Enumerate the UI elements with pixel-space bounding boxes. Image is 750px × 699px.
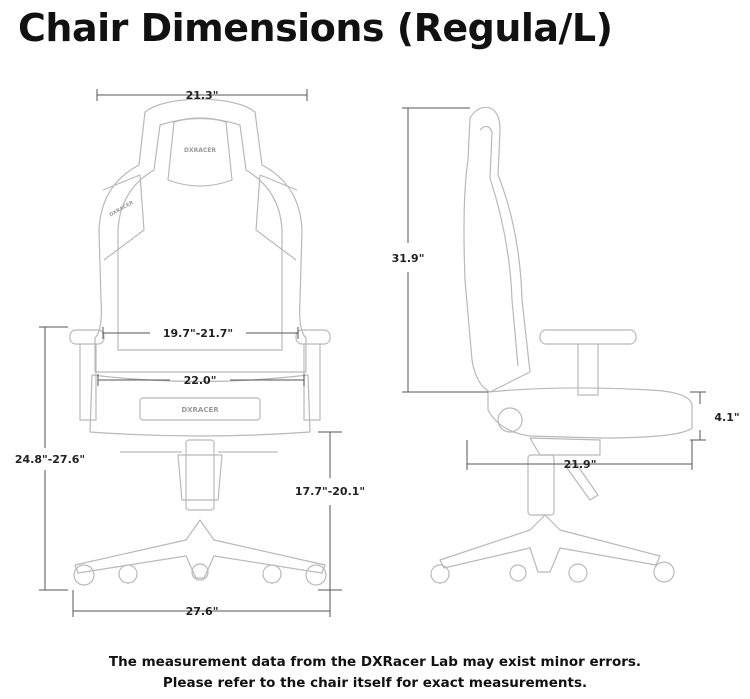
label-seat-width: 22.0" [184,374,217,387]
front-right-wing [255,174,298,261]
front-backrest-outline [94,98,307,373]
front-seat-brand: DXRACER [181,406,219,414]
side-backrest-inner [479,125,519,367]
dimension-labels: 21.3" 19.7"-21.7" 22.0" 24.8"-27.6" 17.7… [15,89,740,618]
side-tilt-knob [497,407,523,433]
front-caster-4 [262,564,282,584]
label-backrest-height: 31.9" [392,252,425,265]
front-base [74,519,326,579]
front-right-armrest-pad [295,329,331,345]
front-seat [89,374,311,437]
side-gas-cylinder [527,454,555,516]
front-left-wing [102,174,145,261]
front-wing-brand: DXRACER [108,200,134,219]
side-armrest-pad [539,329,637,345]
side-view-chair [430,106,693,584]
label-armrest-spacing: 19.7"-21.7" [163,327,233,340]
footnote-line-2: Please refer to the chair itself for exa… [162,675,588,691]
label-backrest-width: 21.3" [186,89,219,102]
side-caster-3 [568,563,588,583]
front-seat-plate [139,397,261,421]
front-cylinder-shroud [177,454,223,501]
front-caster-1 [73,564,95,586]
page-title: Chair Dimensions (Regula/L) [18,6,613,50]
side-backrest [463,106,531,393]
front-left-armrest-pad [69,329,105,345]
front-gas-cylinder [185,439,215,511]
front-headrest [167,117,233,187]
label-seat-depth: 21.9" [564,458,597,471]
side-mechanism [529,437,601,456]
label-seat-thickness: 4.1" [714,411,739,424]
front-left-armrest-post [79,344,97,421]
dimension-lines [39,89,706,617]
side-caster-2 [509,564,527,582]
footnote-line-1: The measurement data from the DXRacer La… [108,654,642,670]
front-caster-3 [191,563,209,581]
front-headrest-brand: DXRACER [184,147,216,154]
label-armrest-height: 24.8"-27.6" [15,453,85,466]
label-seat-height: 17.7"-20.1" [295,485,365,498]
side-armrest-post [577,344,599,396]
front-caster-2 [118,564,138,584]
side-caster-4 [653,561,675,583]
side-base [439,514,661,573]
side-caster-1 [430,564,450,584]
front-view-chair [69,98,331,586]
front-caster-5 [305,564,327,586]
label-base-width: 27.6" [186,605,219,618]
side-seat [487,387,693,439]
side-height-lever [566,461,599,501]
